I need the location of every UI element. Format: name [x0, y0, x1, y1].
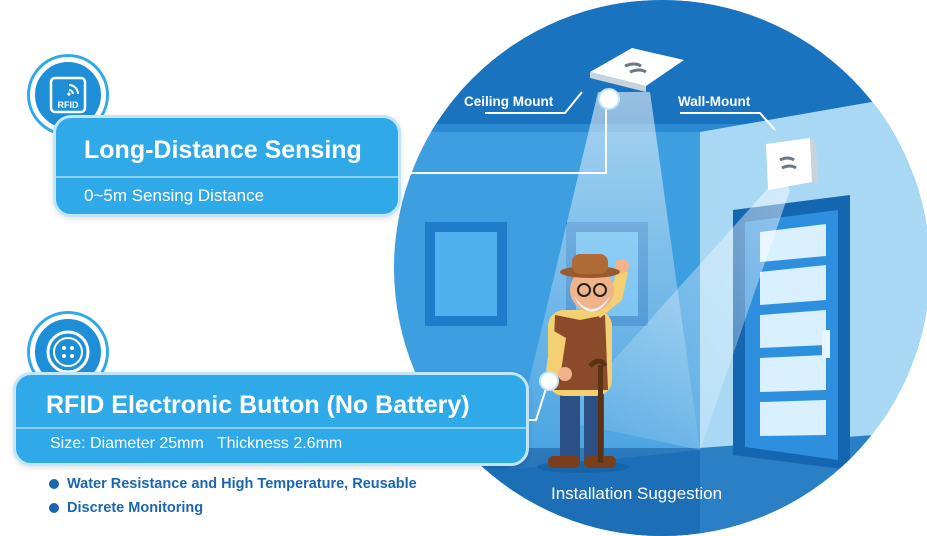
feature-item: Water Resistance and High Temperature, R… [49, 476, 417, 500]
ceiling-mount-label: Ceiling Mount [464, 94, 554, 109]
ceiling-sensor-marker [598, 88, 620, 110]
ceiling-sensor-device [590, 48, 684, 92]
callout-connectors [401, 91, 776, 421]
card-title: Long-Distance Sensing [84, 136, 362, 164]
bullet-icon [49, 479, 59, 489]
bullet-icon [49, 503, 59, 513]
feature-list: Water Resistance and High Temperature, R… [49, 476, 417, 524]
card-title: RFID Electronic Button (No Battery) [46, 391, 470, 419]
sensing-distance-text: 0~5m Sensing Distance [84, 186, 265, 205]
long-distance-sensing-card: Long-Distance Sensing 0~5m Sensing Dista… [53, 115, 401, 217]
wall-sensor-device [766, 138, 818, 190]
button-marker [539, 371, 559, 391]
installation-caption: Installation Suggestion [551, 484, 723, 503]
rfid-button-card: RFID Electronic Button (No Battery) Size… [13, 372, 529, 466]
rfid-badge-text: RFID [58, 100, 79, 110]
card-divider [16, 427, 526, 429]
wall-frame-left [425, 222, 507, 326]
feature-item: Discrete Monitoring [49, 500, 417, 524]
wall-sensor-beam [560, 175, 790, 450]
button-size-text: Size: Diameter 25mm Thickness 2.6mm [50, 435, 343, 452]
wall-mount-label: Wall-Mount [678, 94, 751, 109]
elderly-man-figure [537, 254, 629, 473]
card-divider [56, 176, 398, 178]
